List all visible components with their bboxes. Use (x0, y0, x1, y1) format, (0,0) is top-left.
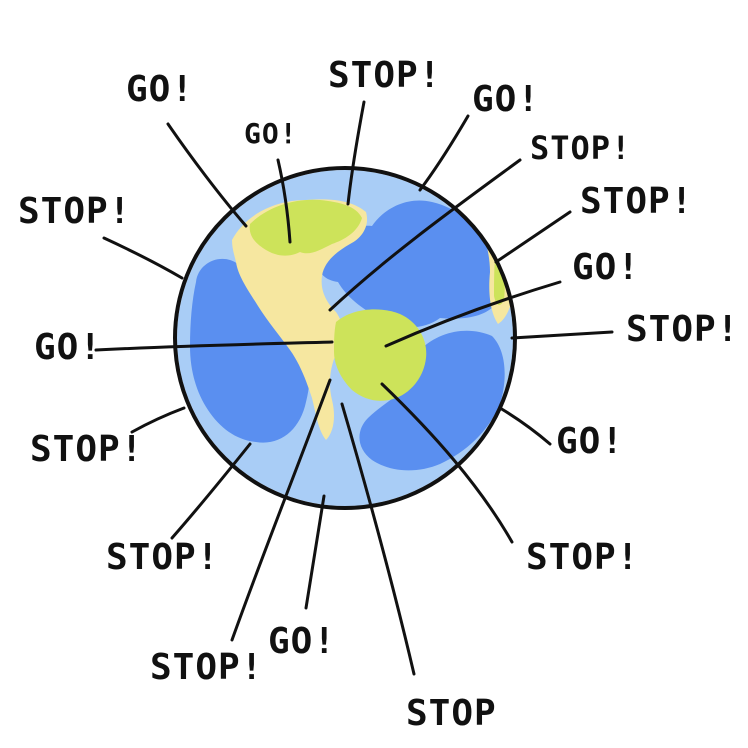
pointer-line (130, 406, 186, 434)
label-go: GO! (34, 327, 103, 368)
pointer-line (230, 378, 332, 642)
label-stop: STOP! (30, 429, 144, 470)
label-go: GO! (472, 79, 541, 120)
pointer-line (418, 114, 470, 192)
pointer-line (380, 382, 514, 544)
pointer-line (384, 280, 562, 348)
label-go: GO! (572, 247, 641, 288)
pointer-line (94, 340, 334, 352)
label-stop: STOP! (526, 537, 640, 578)
label-stop: STOP! (530, 129, 632, 167)
pointer-line (498, 406, 552, 446)
pointer-line (102, 236, 184, 280)
label-go: GO! (268, 621, 337, 662)
pointer-line (346, 100, 366, 206)
pointer-line (510, 330, 614, 340)
label-stop: STOP! (580, 181, 694, 222)
land-yellow-north (232, 199, 368, 440)
pointer-line (304, 494, 326, 610)
label-stop: STOP! (626, 309, 740, 350)
label-stop: STOP! (18, 191, 132, 232)
label-stop: STOP (406, 693, 497, 734)
pointer-line (170, 442, 252, 540)
land-green-north (249, 199, 362, 256)
land-green-south (334, 309, 427, 401)
pointer-line (340, 402, 416, 676)
pointer-line (166, 122, 248, 228)
pointer-line (494, 210, 572, 264)
pointer-line (276, 158, 292, 244)
ocean-lower-right (359, 330, 505, 471)
label-go: GO! (126, 69, 195, 110)
label-stop: STOP! (106, 537, 220, 578)
label-stop: STOP! (150, 647, 264, 688)
label-go: GO! (556, 421, 625, 462)
label-go: GO! (244, 117, 298, 150)
pointer-line (328, 158, 522, 312)
label-stop: STOP! (328, 55, 442, 96)
